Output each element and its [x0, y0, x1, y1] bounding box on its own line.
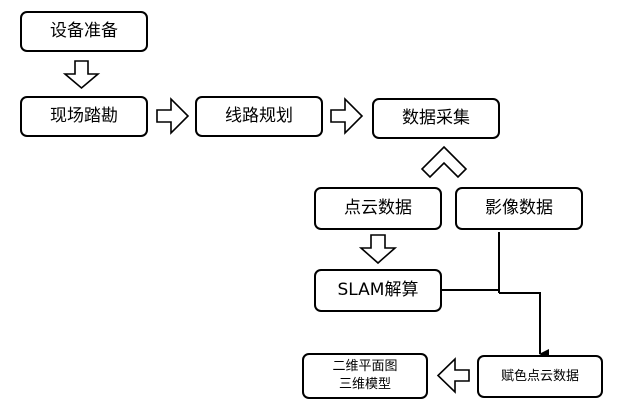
node-output-line2: 三维模型	[338, 377, 391, 392]
node-image: 影像数据	[455, 187, 583, 230]
node-output-line1: 二维平面图	[332, 359, 398, 375]
connector-merge-to-colorize	[499, 292, 549, 359]
arrow-colorize-to-output	[436, 357, 470, 394]
node-prepare: 设备准备	[20, 11, 148, 52]
node-survey: 现场踏勘	[20, 96, 148, 137]
node-collect: 数据采集	[372, 98, 500, 139]
node-colorize: 赋色点云数据	[477, 355, 603, 398]
arrow-route-to-collect	[330, 97, 364, 135]
node-pointcloud: 点云数据	[314, 187, 442, 230]
node-colorize-label: 赋色点云数据	[500, 368, 579, 384]
node-route: 线路规划	[195, 96, 323, 137]
arrow-prepare-to-survey	[62, 60, 101, 90]
node-slam: SLAM解算	[314, 269, 442, 312]
arrow-survey-to-route	[156, 97, 190, 135]
arrow-collect-split	[420, 145, 468, 179]
arrow-pointcloud-to-slam	[358, 234, 398, 265]
node-output: 二维平面图 三维模型	[302, 353, 428, 399]
